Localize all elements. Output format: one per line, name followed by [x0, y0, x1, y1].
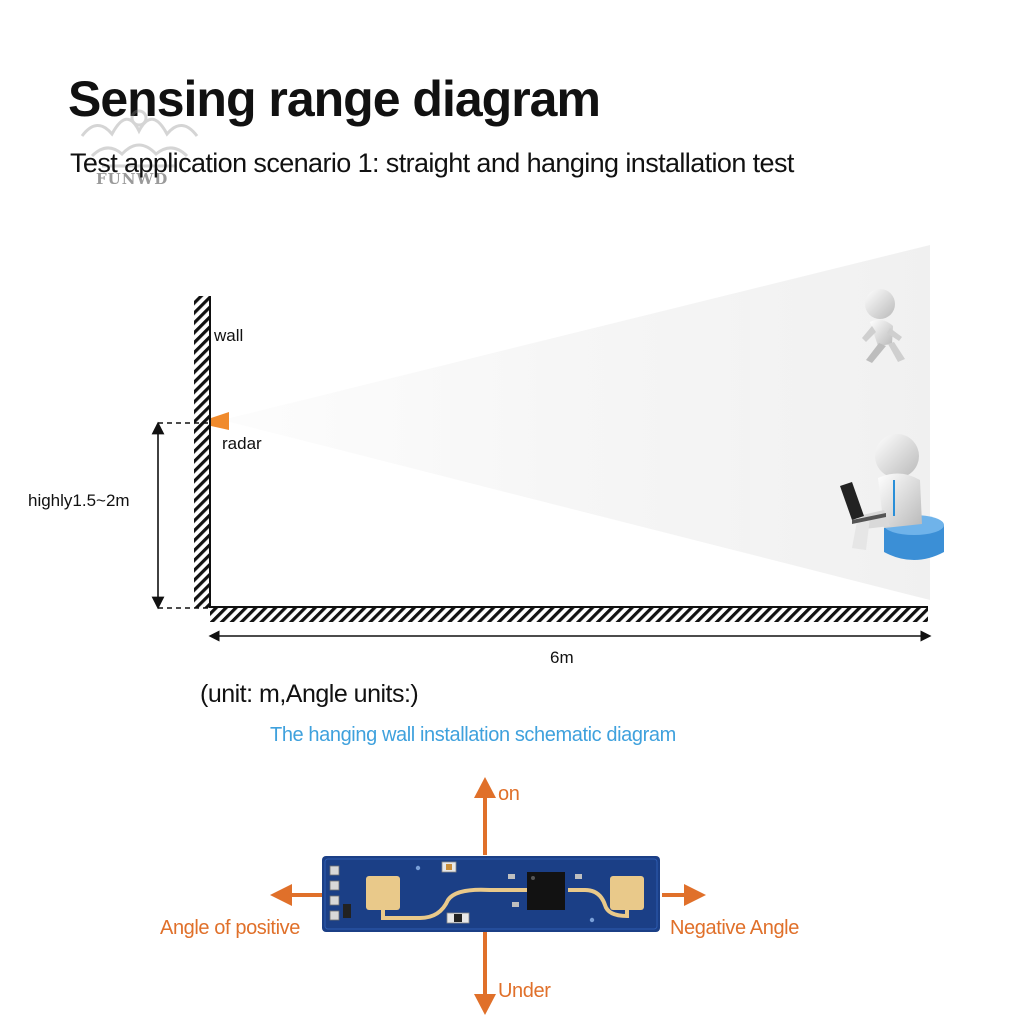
arrow-left-head: [270, 884, 292, 906]
unit-note: (unit: m,Angle units:): [200, 680, 419, 708]
watermark-text: FUNWD: [96, 170, 169, 188]
arrow-down-shaft: [483, 925, 487, 1000]
antenna-pad-left: [366, 876, 400, 910]
page-subtitle: Test application scenario 1: straight an…: [70, 148, 794, 178]
arrow-up-shaft: [483, 795, 487, 855]
schematic-title: The hanging wall installation schematic …: [270, 724, 676, 746]
arrow-down-head: [474, 994, 496, 1015]
radar-beam: [222, 245, 930, 600]
arrow-up-head: [474, 777, 496, 798]
arrow-left-shaft: [290, 893, 324, 897]
radar-label: radar: [222, 434, 262, 453]
arrow-right-head: [684, 884, 706, 906]
floor: [210, 607, 928, 622]
seated-person-with-laptop-icon: [840, 434, 944, 560]
crown-watermark-logo: [80, 109, 199, 168]
direction-down-label: Under: [498, 980, 551, 1002]
page-title: Sensing range diagram: [68, 71, 601, 127]
width-label: 6m: [550, 648, 574, 667]
direction-right-label: Negative Angle: [670, 917, 799, 939]
direction-up-label: on: [498, 783, 520, 805]
radar-icon: [211, 412, 229, 430]
wall-label: wall: [214, 326, 244, 345]
direction-left-label: Angle of positive: [160, 917, 300, 939]
height-label: highly1.5~2m: [28, 491, 130, 510]
antenna-pad-right: [610, 876, 644, 910]
wall: [194, 296, 210, 608]
arrow-right-shaft: [662, 893, 686, 897]
walking-person-icon: [862, 289, 905, 363]
